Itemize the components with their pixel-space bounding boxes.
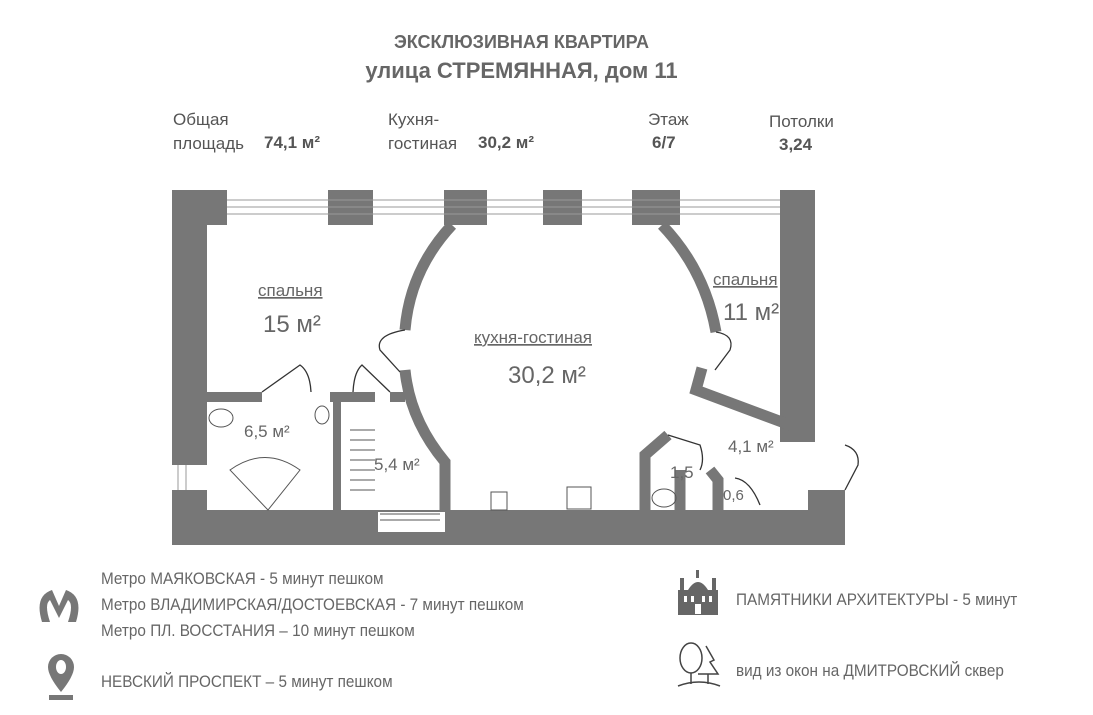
stove-icon	[566, 486, 592, 510]
sink-icon	[490, 491, 508, 511]
cathedral-icon	[678, 570, 718, 615]
total-area-value: 74,1 м²	[264, 133, 321, 152]
doors	[261, 329, 859, 506]
label-line: площадь	[173, 134, 244, 153]
nevsky: НЕВСКИЙ ПРОСПЕКТ – 5 минут пешком	[101, 672, 393, 691]
label-line: Общая	[173, 110, 229, 129]
round-walls	[399, 221, 812, 512]
bedroom2-area: 11 м²	[723, 299, 779, 326]
floor-label: Этаж	[648, 110, 689, 129]
page-title: ЭКСКЛЮЗИВНАЯ КВАРТИРА	[393, 32, 650, 52]
bedroom2-name: спальня	[713, 270, 778, 289]
monuments: ПАМЯТНИКИ АРХИТЕКТУРЫ - 5 минут	[736, 590, 1018, 609]
kitchen-name: кухня-гостиная	[474, 328, 592, 347]
bath-area: 6,5 м²	[244, 422, 290, 441]
wardrobe-icon	[350, 429, 440, 521]
kitchen-area: 30,2 м²	[508, 362, 586, 389]
fixtures	[208, 405, 677, 521]
address: улица СТРЕМЯННАЯ, дом 11	[365, 58, 678, 83]
label-line: Кухня-	[388, 110, 440, 129]
bedroom1-area: 15 м²	[263, 311, 321, 338]
trees-icon	[677, 642, 721, 687]
metro-icon	[39, 590, 79, 622]
wc-area: 1,5	[670, 463, 694, 482]
sink-icon	[314, 405, 330, 425]
floor-value: 6/7	[652, 133, 676, 152]
windows	[177, 199, 780, 490]
kitchen-area-value: 30,2 м²	[478, 133, 535, 152]
ceiling-value: 3,24	[779, 135, 813, 154]
metro-1: Метро МАЯКОВСКАЯ - 5 минут пешком	[101, 569, 384, 588]
closet-area: 5,4 м²	[374, 455, 420, 474]
metro-2: Метро ВЛАДИМИРСКАЯ/ДОСТОЕВСКАЯ - 7 минут…	[101, 595, 524, 614]
storage-area: 0,6	[723, 487, 744, 504]
park-view: вид из окон на ДМИТРОВСКИЙ сквер	[736, 661, 1004, 680]
kitchen-area-label: Кухня-гостиная	[388, 108, 457, 156]
toilet-icon	[208, 408, 234, 428]
bathtub-icon	[229, 457, 301, 511]
label-line: гостиная	[388, 134, 458, 153]
metro-3: Метро ПЛ. ВОССТАНИЯ – 10 минут пешком	[101, 621, 415, 640]
ceiling-label: Потолки	[769, 112, 834, 131]
location-pin-icon	[48, 654, 74, 700]
hall-area: 4,1 м²	[728, 437, 774, 456]
walls	[172, 190, 845, 545]
total-area-label: Общая площадь	[173, 108, 244, 156]
bedroom1-name: спальня	[258, 281, 323, 300]
toilet-icon	[651, 488, 677, 508]
floor-plan: спальня 15 м² кухня-гостиная 30,2 м² спа…	[172, 190, 859, 545]
